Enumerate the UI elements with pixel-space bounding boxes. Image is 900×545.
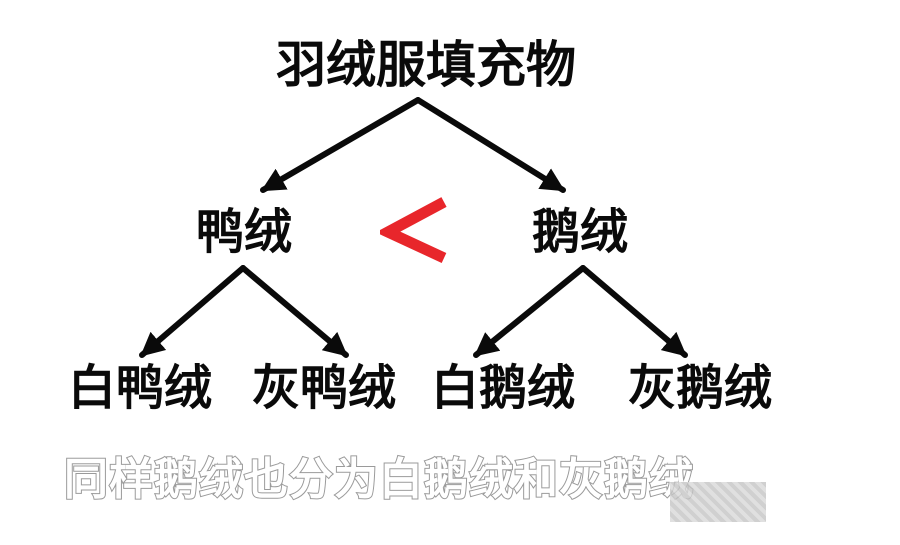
subtitle-caption: 同样鹅绒也分为白鹅绒和灰鹅绒 [63,454,694,505]
arrow-duck-to-grey-duck [240,265,349,358]
arrow-root-to-goose [415,97,566,193]
white-duck-down-node: 白鸭绒 [67,360,213,416]
less-than-symbol [380,197,447,263]
root-node: 羽绒服填充物 [276,36,576,94]
arrow-goose-to-white-goose [473,265,586,358]
blurred-watermark [670,482,766,522]
arrow-root-to-duck [260,97,421,193]
white-goose-down-node: 白鹅绒 [430,360,576,416]
arrow-duck-to-white-duck [139,265,246,358]
goose-down-node: 鹅绒 [531,204,629,260]
duck-down-node: 鸭绒 [195,204,293,260]
grey-duck-down-node: 灰鸭绒 [251,360,397,416]
arrow-goose-to-grey-goose [580,265,688,358]
grey-goose-down-node: 灰鹅绒 [627,360,773,416]
